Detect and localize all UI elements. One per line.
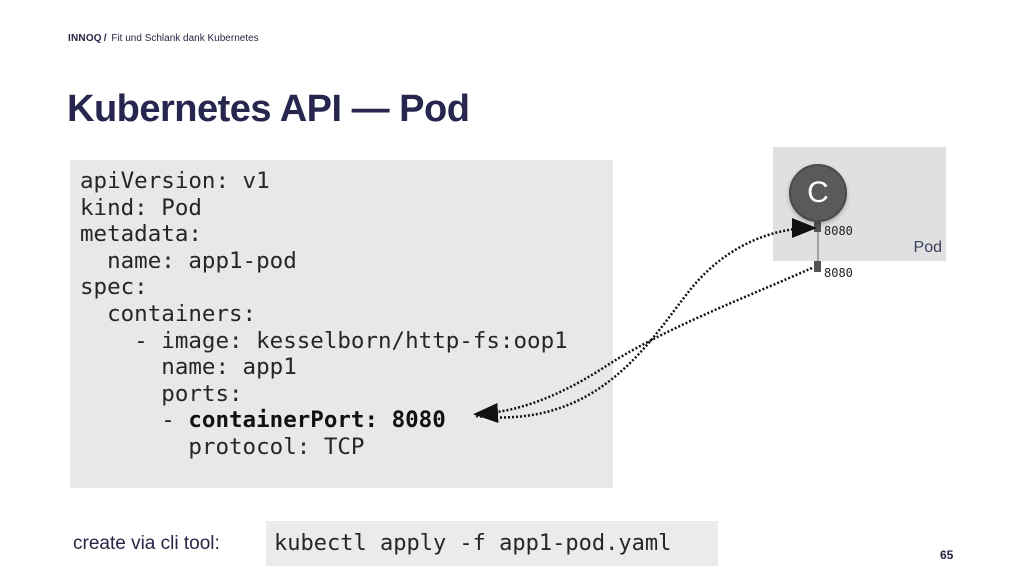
page-number: 65 bbox=[940, 548, 954, 562]
code-line-highlight-prefix: - bbox=[80, 407, 189, 434]
code-line: kind: Pod bbox=[80, 194, 202, 221]
code-line: containers: bbox=[80, 300, 257, 327]
yaml-code: apiVersion: v1 kind: Pod metadata: name:… bbox=[80, 168, 568, 461]
header-subtitle: Fit und Schlank dank Kubernetes bbox=[111, 33, 259, 44]
code-line: name: app1-pod bbox=[80, 247, 297, 274]
code-line: apiVersion: v1 bbox=[80, 168, 270, 194]
pod-label: Pod bbox=[913, 239, 942, 256]
container-port-highlight: containerPort: 8080 bbox=[188, 407, 446, 434]
brand-logo: INNOQ bbox=[68, 33, 102, 44]
pod-port-marker bbox=[814, 261, 821, 272]
dotted-arrow-to-container-port bbox=[475, 218, 817, 419]
code-line: ports: bbox=[80, 380, 243, 407]
header-separator: / bbox=[103, 33, 107, 44]
code-line: metadata: bbox=[80, 221, 202, 248]
cli-command: kubectl apply -f app1-pod.yaml bbox=[274, 531, 672, 556]
yaml-code-block: apiVersion: v1 kind: Pod metadata: name:… bbox=[70, 160, 613, 488]
code-line: protocol: TCP bbox=[80, 433, 365, 460]
pod-port-label: 8080 bbox=[824, 266, 853, 280]
slide-title: Kubernetes API — Pod bbox=[67, 88, 470, 130]
cli-label: create via cli tool: bbox=[73, 533, 220, 554]
cli-command-box: kubectl apply -f app1-pod.yaml bbox=[266, 521, 718, 566]
dotted-arrow-from-pod-port bbox=[473, 266, 813, 424]
container-port-marker bbox=[814, 222, 821, 232]
code-line: spec: bbox=[80, 274, 148, 301]
code-line: - image: kesselborn/http-fs:oop1 bbox=[80, 327, 568, 354]
container-letter: C bbox=[807, 176, 829, 209]
container-circle: C bbox=[789, 164, 847, 222]
container-port-label: 8080 bbox=[824, 224, 853, 238]
code-line: name: app1 bbox=[80, 354, 297, 381]
header: INNOQ/ Fit und Schlank dank Kubernetes bbox=[68, 33, 259, 44]
